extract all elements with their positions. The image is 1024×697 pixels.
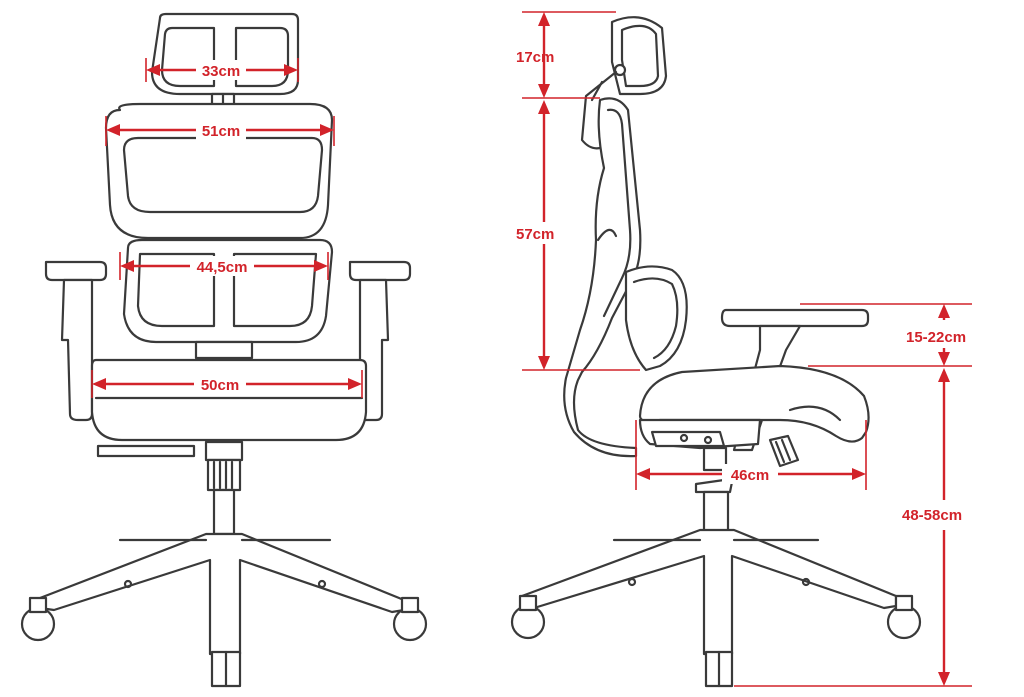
side-base — [518, 528, 898, 656]
seat-depth-label: 46cm — [731, 467, 769, 484]
dimension-backrest-width: 51cm — [105, 116, 335, 146]
side-lumbar — [624, 265, 688, 372]
side-headrest — [610, 16, 668, 96]
front-seat — [90, 358, 368, 442]
front-view-chair — [20, 12, 428, 688]
side-view-chair — [510, 16, 922, 688]
armrest-adjust-label: 15-22cm — [906, 329, 966, 346]
front-left-armrest — [44, 260, 108, 282]
side-armrest — [720, 308, 870, 328]
dimension-backrest-height: 57cm — [516, 100, 640, 371]
dimension-armrest-adjust: 15-22cm — [800, 303, 972, 367]
dimension-lumbar-width: 44,5cm — [119, 252, 329, 280]
seat-height-label: 48-58cm — [902, 507, 962, 524]
front-headrest — [150, 12, 300, 96]
dimension-headrest-width: 33cm — [145, 58, 299, 82]
dimension-seat-height: 48-58cm — [734, 368, 972, 687]
dimension-seat-width: 50cm — [91, 370, 363, 398]
lumbar-width-label: 44,5cm — [197, 259, 248, 276]
backrest-width-label: 51cm — [202, 123, 240, 140]
front-right-armrest — [348, 260, 412, 282]
seat-width-label: 50cm — [201, 377, 239, 394]
front-base — [38, 532, 406, 656]
headrest-width-label: 33cm — [202, 63, 240, 80]
dimension-headrest-height: 17cm — [516, 11, 616, 99]
front-lumbar — [122, 238, 334, 344]
headrest-height-label: 17cm — [516, 49, 554, 66]
dimension-seat-depth: 46cm — [635, 420, 867, 490]
backrest-height-label: 57cm — [516, 226, 554, 243]
